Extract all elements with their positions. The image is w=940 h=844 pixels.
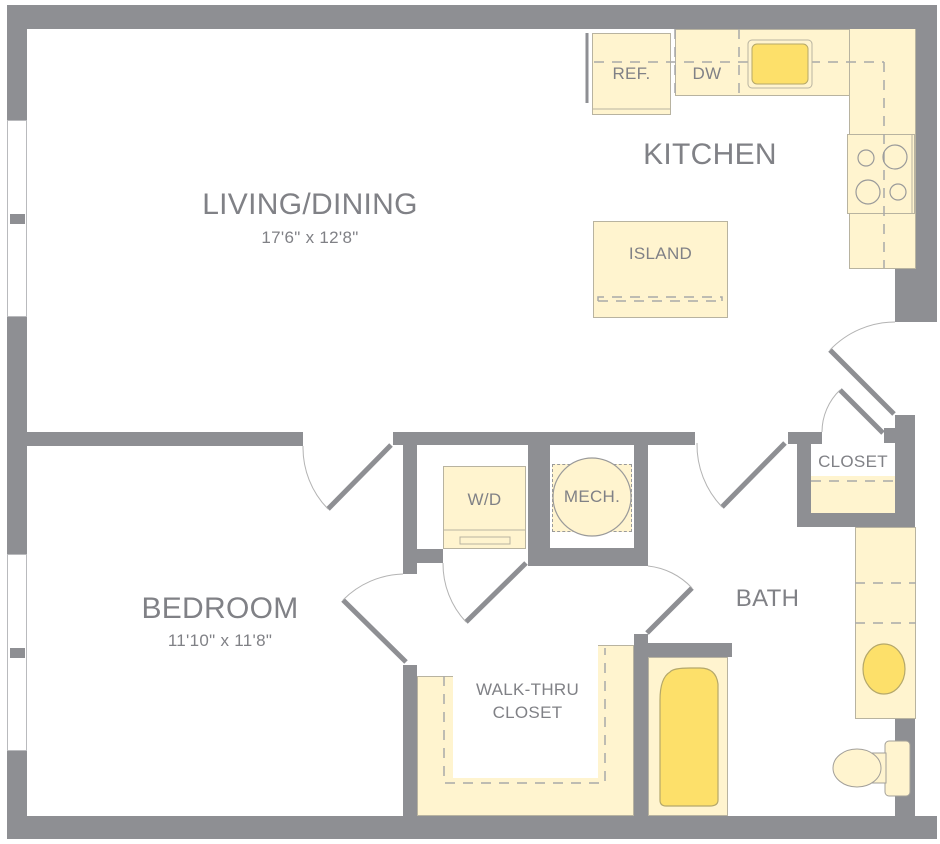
wd-handle bbox=[459, 536, 511, 545]
walk-thru-shelf-right bbox=[598, 645, 634, 816]
kitchen-label: KITCHEN bbox=[643, 138, 777, 171]
outer-wall-bottom bbox=[7, 816, 937, 839]
walk-thru-closet-label-line2: CLOSET bbox=[492, 703, 563, 722]
island-dashed bbox=[597, 296, 723, 301]
bath-sink-icon bbox=[862, 643, 906, 695]
entry-door[interactable] bbox=[828, 348, 896, 416]
bedroom-label: BEDROOM bbox=[141, 592, 299, 625]
bedroom-door[interactable] bbox=[326, 443, 393, 511]
bath-label: BATH bbox=[735, 585, 800, 612]
washer-dryer-label: W/D bbox=[467, 490, 502, 509]
entry-closet-door[interactable] bbox=[838, 388, 885, 435]
living-dining-dimensions: 17'6" x 12'8" bbox=[261, 228, 359, 247]
washer-dryer bbox=[443, 466, 526, 549]
refrigerator bbox=[592, 33, 671, 115]
island-label: ISLAND bbox=[628, 244, 693, 263]
door-swings bbox=[302, 321, 896, 623]
wall-closet-left-vert bbox=[797, 432, 811, 527]
outer-wall-right-upper bbox=[916, 5, 937, 280]
walk-thru-door-bath[interactable] bbox=[645, 586, 694, 635]
toilet-tank-icon bbox=[884, 740, 911, 797]
wall-laundry-mech-divider bbox=[528, 432, 550, 566]
bedroom-dimensions: 11'10" x 11'8" bbox=[167, 631, 273, 650]
walk-thru-door-bedroom[interactable] bbox=[341, 598, 408, 664]
mech-unit-icon bbox=[552, 457, 632, 537]
stove-burners bbox=[855, 144, 908, 205]
entry-closet-shelf bbox=[811, 476, 895, 513]
laundry-door[interactable] bbox=[464, 561, 528, 624]
bedroom-window-mullion bbox=[10, 648, 25, 658]
bathtub-icon bbox=[659, 667, 719, 807]
toilet-bowl-icon bbox=[832, 748, 882, 788]
wall-closet-bottom bbox=[797, 513, 915, 527]
outer-wall-right-lower-jog bbox=[884, 428, 915, 443]
wall-mech-bottom bbox=[528, 548, 648, 566]
outer-wall-right-jog bbox=[895, 268, 937, 322]
stove bbox=[847, 134, 915, 214]
wall-bedroom-right-upper bbox=[403, 432, 417, 574]
living-dining-label: LIVING/DINING bbox=[202, 188, 418, 221]
outer-wall-top bbox=[7, 5, 937, 29]
wall-bedroom-right-lower bbox=[403, 665, 417, 825]
wall-bedroom-living bbox=[27, 432, 303, 446]
walk-thru-dashed bbox=[443, 648, 606, 784]
living-window-mullion bbox=[10, 214, 25, 224]
wall-laundry-bottom-left bbox=[403, 549, 443, 563]
entry-closet-label: CLOSET bbox=[818, 452, 888, 471]
wall-tub-top bbox=[634, 643, 732, 657]
wall-mech-right bbox=[634, 432, 648, 566]
dishwasher-label: DW bbox=[692, 64, 722, 83]
bath-door[interactable] bbox=[720, 441, 787, 509]
mech-label: MECH. bbox=[563, 487, 621, 506]
kitchen-sink-basin bbox=[751, 43, 809, 85]
kitchen-island bbox=[593, 221, 728, 318]
refrigerator-label: REF. bbox=[612, 64, 651, 83]
walk-thru-closet-label-line1: WALK-THRU bbox=[475, 680, 580, 699]
wall-tub-left bbox=[634, 634, 648, 824]
walk-thru-shelf-bottom bbox=[417, 778, 634, 816]
